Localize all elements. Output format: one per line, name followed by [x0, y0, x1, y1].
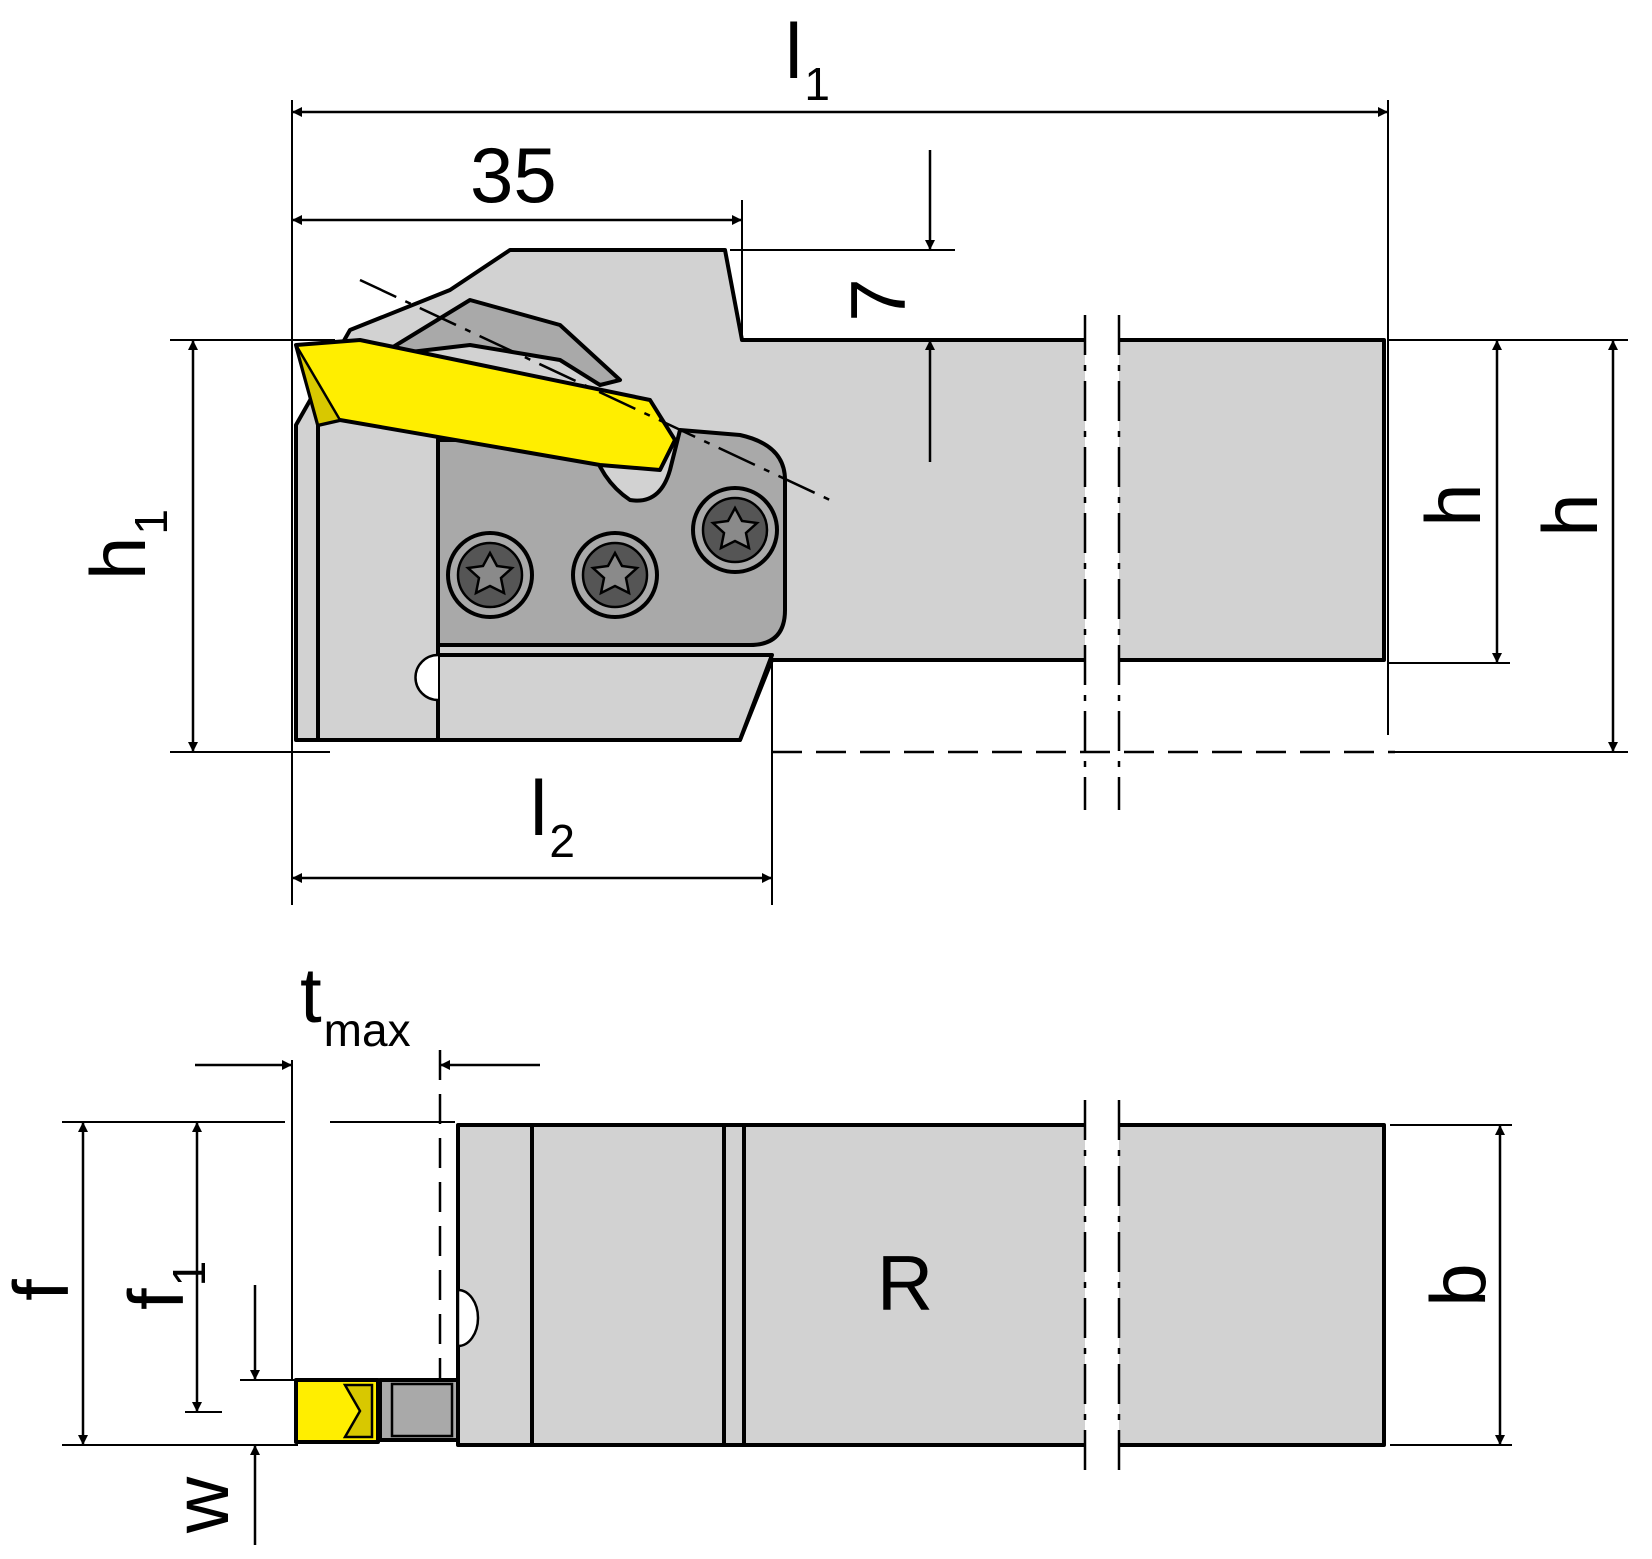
label-hand: R: [877, 1239, 933, 1327]
label-h-inner: h: [1409, 483, 1497, 526]
label-f: f: [0, 1279, 85, 1301]
side-view-dimensions: l1 35 7 h1 h h l2: [74, 7, 1628, 905]
insert-shade: [294, 344, 342, 427]
label-l2: l2: [530, 764, 575, 867]
plan-view-dimensions: tmax f f1 w R b: [0, 951, 1512, 1545]
label-f1: f1: [112, 1261, 215, 1310]
plan-view: [294, 1050, 1386, 1470]
lower-block: [436, 653, 774, 742]
screw-3: [691, 486, 779, 574]
label-b: b: [1414, 1263, 1502, 1306]
side-view: [294, 248, 1395, 810]
label-h-outer: h: [1526, 493, 1614, 536]
label-w: w: [157, 1476, 245, 1534]
label-7: 7: [834, 278, 922, 321]
plan-notch: [456, 1288, 480, 1348]
notch: [414, 653, 439, 702]
plan-shank: [456, 1123, 1386, 1447]
label-h1: h1: [74, 509, 177, 580]
screw-2: [571, 531, 659, 619]
plan-blade-neck-inner: [390, 1382, 454, 1438]
screw-1: [446, 531, 534, 619]
break-gap-top: [1085, 330, 1119, 670]
label-35: 35: [470, 131, 557, 219]
label-tmax: tmax: [300, 951, 411, 1056]
label-l1: l1: [785, 7, 830, 110]
